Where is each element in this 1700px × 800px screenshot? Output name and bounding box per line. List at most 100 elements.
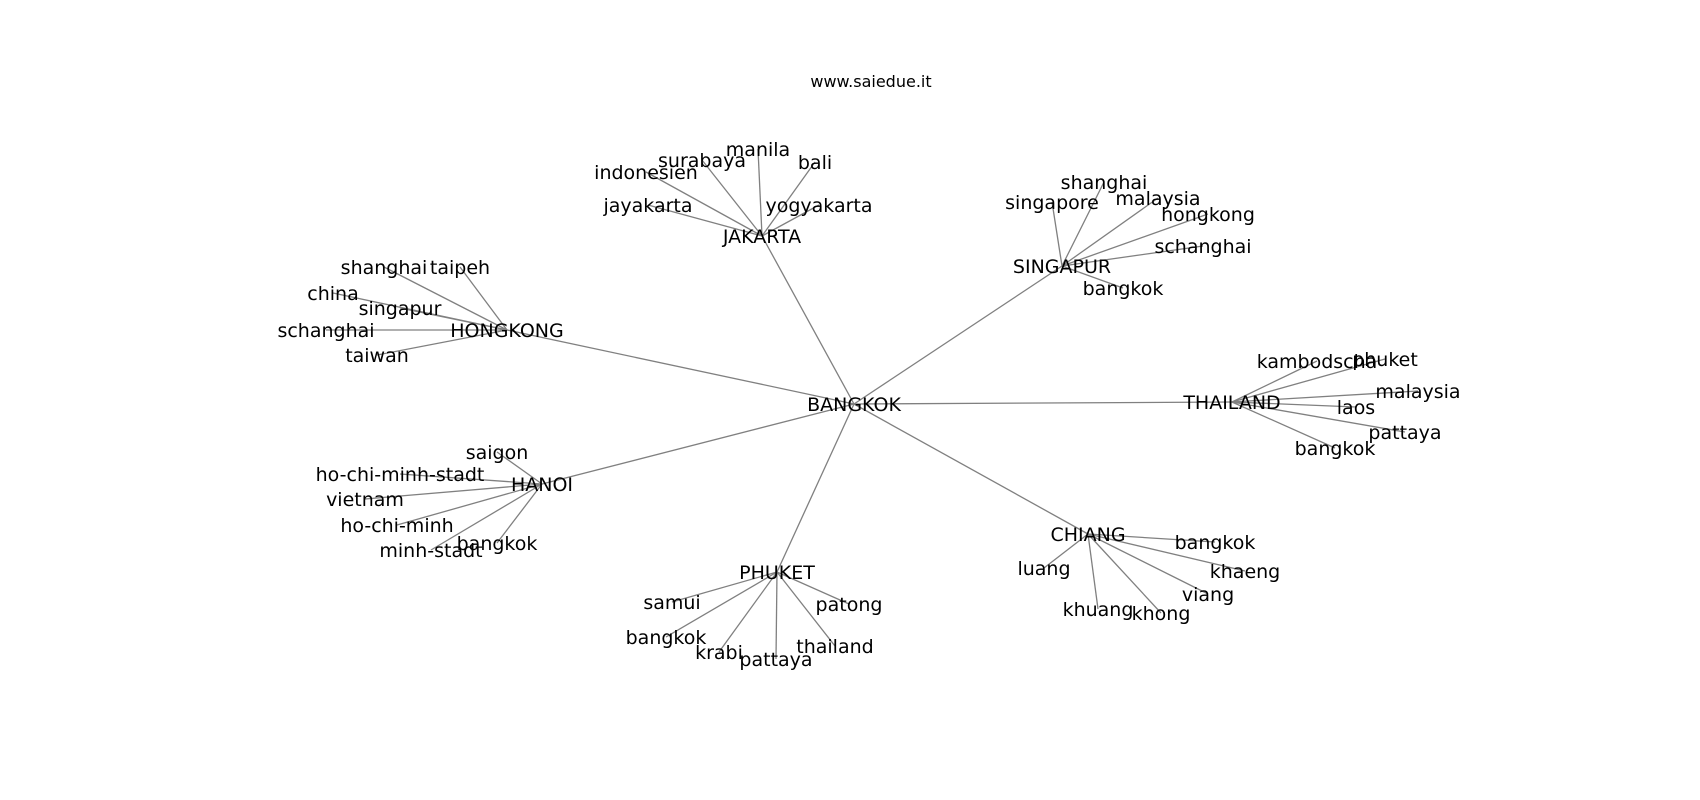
node-leaf-hongkong-singapur: singapur [359, 298, 442, 320]
edge-hanoi-ho-chi-minh [396, 483, 543, 526]
node-leaf-hongkong-shanghai: shanghai [341, 257, 428, 279]
edge-chiang-khong [1087, 533, 1162, 614]
node-leaf-thailand-kambodscha: kambodscha [1257, 351, 1378, 373]
edge-chiang-khuang [1087, 533, 1099, 610]
node-leaf-phuket-krabi: krabi [695, 642, 743, 664]
node-leaf-phuket-thailand: thailand [796, 636, 873, 658]
edge-hanoi-minh-stadt [430, 483, 543, 551]
node-leaf-chiang-khaeng: khaeng [1210, 561, 1280, 583]
edge-hanoi-saigon [496, 451, 543, 485]
node-hub-phuket: PHUKET [739, 562, 815, 584]
edge-center-hongkong [506, 329, 855, 405]
edge-jakarta-jayakarta [647, 204, 763, 237]
node-leaf-jakarta-surabaya: surabaya [658, 150, 746, 172]
edge-hongkong-taipeh [459, 266, 508, 331]
edge-jakarta-bali [761, 161, 816, 237]
edge-center-phuket [776, 403, 855, 573]
node-leaf-chiang-bangkok: bangkok [1175, 532, 1256, 554]
node-leaf-chiang-khong: khong [1132, 603, 1191, 625]
node-leaf-hongkong-taiwan: taiwan [345, 345, 409, 367]
edge-thailand-pattaya [1231, 401, 1406, 433]
edge-hanoi-vietnam [364, 483, 543, 500]
edge-jakarta-yogyakarta [761, 204, 820, 237]
node-leaf-singapur-shanghai: shanghai [1061, 172, 1148, 194]
node-leaf-thailand-pattaya: pattaya [1368, 422, 1441, 444]
edge-hongkong-taiwan [376, 329, 508, 356]
edge-thailand-malaysia [1231, 390, 1419, 403]
node-leaf-thailand-laos: laos [1337, 397, 1375, 419]
node-leaf-singapur-singapore: singapore [1005, 192, 1099, 214]
edge-singapur-malaysia [1061, 197, 1159, 267]
node-leaf-chiang-luang: luang [1017, 558, 1070, 580]
node-leaf-hanoi-ho-chi-minh: ho-chi-minh [340, 515, 453, 537]
edge-hanoi-bangkok [496, 483, 543, 544]
node-leaf-chiang-khuang: khuang [1063, 599, 1134, 621]
edge-thailand-laos [1231, 401, 1357, 408]
edge-thailand-phuket [1231, 358, 1386, 403]
node-leaf-singapur-malaysia: malaysia [1115, 188, 1200, 210]
node-leaf-jakarta-manila: manila [726, 139, 790, 161]
node-leaf-thailand-bangkok: bangkok [1295, 438, 1376, 460]
edge-center-jakarta [761, 235, 855, 405]
node-leaf-hanoi-bangkok: bangkok [457, 533, 538, 555]
node-leaf-hanoi-ho-chi-minh-stadt: ho-chi-minh-stadt [316, 464, 485, 486]
node-leaf-chiang-viang: viang [1182, 584, 1234, 606]
node-leaf-hongkong-china: china [307, 283, 358, 305]
node-hub-chiang: CHIANG [1050, 524, 1125, 546]
node-leaf-singapur-hongkong: hongkong [1161, 204, 1255, 226]
node-leaf-jakarta-indonesien: indonesien [594, 162, 698, 184]
edge-singapur-bangkok [1061, 265, 1124, 289]
edge-jakarta-indonesien [645, 171, 763, 237]
node-hub-hanoi: HANOI [511, 474, 573, 496]
edge-center-singapur [853, 265, 1063, 405]
node-leaf-singapur-schanghai: schanghai [1154, 236, 1251, 258]
node-center: BANGKOK [807, 394, 901, 416]
edge-chiang-bangkok [1087, 533, 1216, 543]
edge-jakarta-manila [757, 148, 763, 237]
node-leaf-phuket-samui: samui [643, 592, 700, 614]
node-leaf-jakarta-bali: bali [798, 152, 832, 174]
edge-singapur-hongkong [1061, 213, 1209, 267]
node-leaf-thailand-malaysia: malaysia [1375, 381, 1460, 403]
node-hub-singapur: SINGAPUR [1013, 256, 1111, 278]
node-leaf-phuket-bangkok: bangkok [626, 627, 707, 649]
edge-chiang-luang [1043, 533, 1089, 569]
edge-chiang-viang [1087, 533, 1209, 595]
node-leaf-hanoi-vietnam: vietnam [326, 489, 404, 511]
node-leaf-singapur-bangkok: bangkok [1083, 278, 1164, 300]
edge-hongkong-singapur [399, 307, 508, 331]
node-leaf-thailand-phuket: phuket [1352, 349, 1418, 371]
edge-phuket-pattaya [775, 571, 778, 660]
node-leaf-phuket-patong: patong [816, 594, 883, 616]
edge-singapur-singapore [1051, 201, 1063, 267]
edge-phuket-patong [776, 571, 850, 605]
node-leaf-jakarta-jayakarta: jayakarta [602, 195, 692, 217]
node-leaf-hongkong-schanghai: schanghai [277, 320, 374, 342]
node-leaf-jakarta-yogyakarta: yogyakarta [765, 195, 872, 217]
node-hub-hongkong: HONGKONG [450, 320, 564, 342]
edge-hongkong-shanghai [383, 266, 508, 331]
node-hub-thailand: THAILAND [1182, 392, 1280, 414]
edges [326, 148, 1419, 660]
node-leaf-phuket-pattaya: pattaya [739, 649, 812, 671]
diagram-title: www.saiedue.it [810, 72, 931, 91]
node-hub-jakarta: JAKARTA [722, 226, 801, 248]
edge-phuket-krabi [718, 571, 778, 653]
edge-phuket-samui [671, 571, 778, 603]
node-leaf-hongkong-taipeh: taipeh [430, 257, 490, 279]
edge-chiang-khaeng [1087, 533, 1246, 572]
edge-thailand-bangkok [1231, 401, 1336, 449]
edge-singapur-shanghai [1061, 181, 1105, 267]
node-leaf-hanoi-minh-stadt: minh-stadt [379, 540, 482, 562]
edge-singapur-schanghai [1061, 245, 1204, 267]
edge-phuket-bangkok [665, 571, 778, 638]
edge-thailand-kambodscha [1231, 360, 1318, 403]
edge-center-hanoi [541, 403, 855, 485]
edge-center-thailand [853, 401, 1233, 405]
node-leaf-hanoi-saigon: saigon [466, 442, 529, 464]
edge-phuket-thailand [776, 571, 836, 647]
edge-center-chiang [853, 403, 1089, 535]
